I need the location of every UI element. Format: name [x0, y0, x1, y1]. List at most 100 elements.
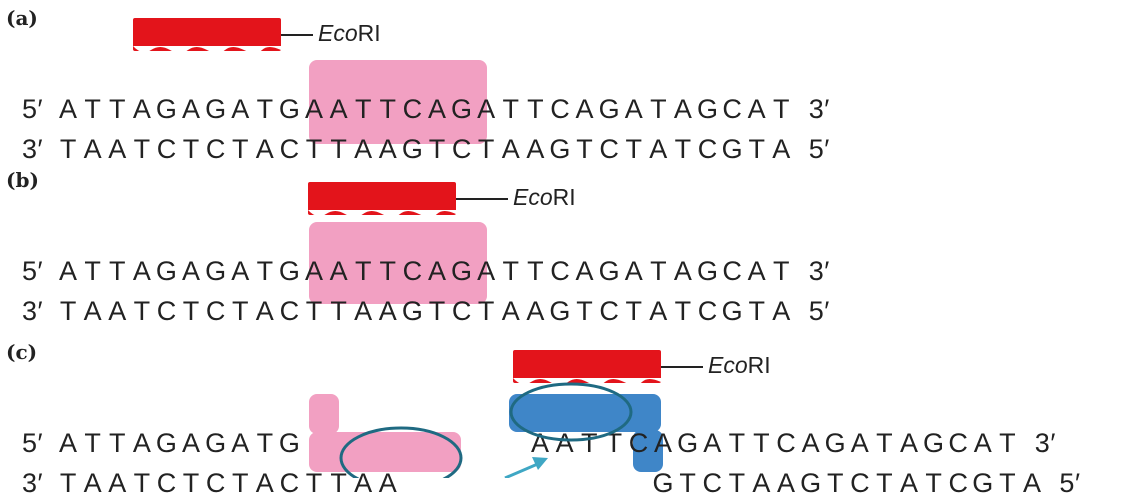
- nucleotide-base: A: [752, 468, 771, 498]
- nucleotide-base: G: [205, 94, 227, 124]
- nucleotide-base: T: [330, 134, 348, 164]
- nucleotide-base: G: [155, 428, 178, 458]
- nucleotide-base: T: [650, 256, 668, 286]
- nucleotide-base: T: [748, 296, 766, 326]
- enzyme-name-c: EcoRI: [708, 352, 771, 378]
- nucleotide-base: A: [132, 94, 152, 124]
- nucleotide-base: T: [84, 428, 102, 458]
- nucleotide-base: G: [721, 296, 744, 326]
- nucleotide-base: C: [451, 296, 472, 326]
- nucleotide-base: A: [182, 94, 201, 124]
- panel-label-b: (b): [6, 168, 39, 192]
- nucleotide-base: T: [256, 428, 274, 458]
- nucleotide-base: A: [501, 134, 521, 164]
- strand-end-label: 3′: [22, 296, 44, 326]
- nucleotide-base: A: [801, 428, 821, 458]
- enzyme-name-b: EcoRI: [513, 184, 576, 210]
- nucleotide-base: C: [628, 428, 649, 458]
- nucleotide-base: G: [205, 428, 227, 458]
- nucleotide-base: T: [256, 256, 274, 286]
- nucleotide-base: A: [59, 256, 78, 286]
- nucleotide-base: T: [527, 94, 545, 124]
- nucleotide-base: T: [728, 428, 746, 458]
- nucleotide-base: C: [205, 134, 226, 164]
- nucleotide-base: A: [255, 468, 275, 498]
- nucleotide-base: A: [329, 94, 349, 124]
- nucleotide-base: A: [526, 296, 545, 326]
- nucleotide-base: C: [599, 296, 620, 326]
- nucleotide-base: A: [772, 296, 791, 326]
- nucleotide-base: T: [109, 428, 126, 458]
- nucleotide-base: A: [477, 256, 496, 286]
- nucleotide-base: A: [654, 428, 673, 458]
- enzyme-leader-line-c: [661, 366, 703, 368]
- nucleotide-base: A: [182, 428, 201, 458]
- nucleotide-base: G: [451, 256, 473, 286]
- nucleotide-base: G: [401, 134, 424, 164]
- nucleotide-base: C: [722, 256, 743, 286]
- panel-label-a: (a): [6, 6, 38, 30]
- nucleotide-base: T: [502, 94, 520, 124]
- nucleotide-base: C: [156, 296, 177, 326]
- nucleotide-base: G: [451, 94, 473, 124]
- nucleotide-base: T: [182, 468, 200, 498]
- nucleotide-base: C: [776, 428, 797, 458]
- strand-end-label: 5′: [22, 94, 44, 124]
- nucleotide-base: G: [677, 428, 699, 458]
- strand-end-label: 5′: [22, 428, 44, 458]
- enzyme-name-a: EcoRI: [318, 20, 381, 46]
- nucleotide-base: C: [279, 296, 300, 326]
- nucleotide-base: T: [256, 94, 274, 124]
- nucleotide-base: A: [83, 134, 103, 164]
- nucleotide-base: G: [721, 134, 744, 164]
- nucleotide-base: C: [279, 468, 300, 498]
- nucleotide-base: T: [773, 256, 791, 286]
- nucleotide-base: T: [59, 296, 77, 326]
- nucleotide-base: T: [231, 296, 249, 326]
- nucleotide-base: A: [899, 468, 919, 498]
- nucleotide-base: A: [132, 256, 152, 286]
- ecori-enzyme-a: [133, 18, 281, 53]
- ecori-enzyme-b: [308, 182, 456, 217]
- nucleotide-base: G: [696, 256, 719, 286]
- nucleotide-base: T: [59, 134, 77, 164]
- nucleotide-base: T: [999, 468, 1017, 498]
- nucleotide-base: A: [973, 428, 993, 458]
- nucleotide-base: T: [182, 296, 200, 326]
- strand-end-label: 3′: [1034, 428, 1056, 458]
- nucleotide-base: G: [800, 468, 822, 498]
- nucleotide-base: A: [1022, 468, 1042, 498]
- nucleotide-base: T: [502, 256, 520, 286]
- nucleotide-base: G: [696, 94, 719, 124]
- nucleotide-base: A: [108, 468, 127, 498]
- panel-label-c: (c): [6, 340, 38, 364]
- nucleotide-base: T: [354, 256, 372, 286]
- nucleotide-base: T: [109, 256, 126, 286]
- nucleotide-base: T: [182, 134, 200, 164]
- nucleotide-base: C: [205, 296, 226, 326]
- nucleotide-base: A: [501, 296, 521, 326]
- strand-end-label: 3′: [22, 134, 44, 164]
- nucleotide-base: C: [948, 468, 969, 498]
- ecori-enzyme-c: [513, 350, 661, 385]
- nucleotide-base: C: [722, 94, 743, 124]
- nucleotide-base: A: [575, 256, 595, 286]
- nucleotide-base: A: [673, 94, 693, 124]
- nucleotide-base: A: [850, 428, 870, 458]
- strand-end-label: 3′: [808, 94, 830, 124]
- nucleotide-base: A: [59, 428, 78, 458]
- nucleotide-base: A: [673, 256, 693, 286]
- nucleotide-base: T: [231, 134, 249, 164]
- nucleotide-base: A: [354, 134, 373, 164]
- nucleotide-base: T: [133, 296, 151, 326]
- nucleotide-base: T: [527, 256, 545, 286]
- nucleotide-base: A: [231, 94, 250, 124]
- nucleotide-base: C: [697, 134, 718, 164]
- nucleotide-base: A: [427, 94, 447, 124]
- nucleotide-base: T: [477, 134, 495, 164]
